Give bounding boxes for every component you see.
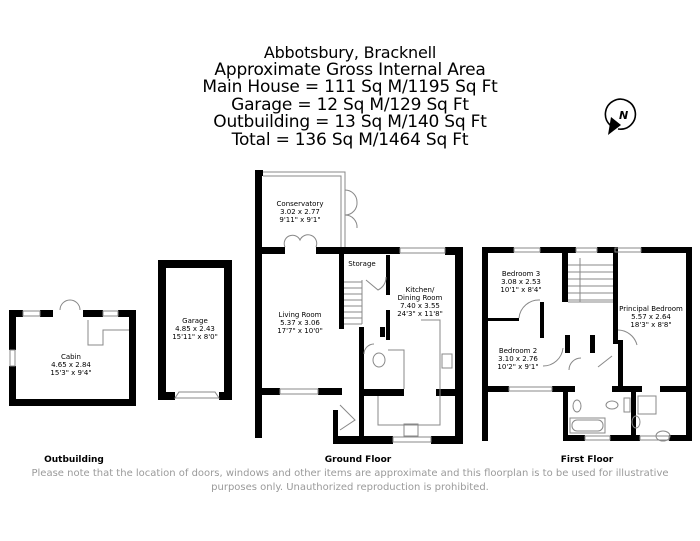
ground-floor-walls — [255, 170, 463, 444]
north-arrow-icon: N — [604, 98, 637, 135]
svg-text:N: N — [619, 109, 628, 122]
room-name: Garage — [182, 317, 208, 325]
room-name: Bedroom 3 — [501, 270, 541, 278]
room-name-line2: Dining Room — [397, 294, 443, 302]
room-name: Living Room — [278, 311, 322, 319]
garage-area: Garage = 12 Sq M/129 Sq Ft — [231, 94, 469, 115]
room-garage: Garage 4.85 x 2.43 15'11" x 8'0" — [172, 317, 218, 341]
room-dimensions-imperial: 10'2" x 9'1" — [497, 363, 539, 371]
room-dimensions-metric: 7.40 x 3.55 — [400, 302, 440, 310]
room-name: Principal Bedroom — [619, 305, 683, 313]
room-dimensions-imperial: 9'11" x 9'1" — [279, 216, 321, 224]
room-dimensions-imperial: 10'1" x 8'4" — [500, 286, 542, 294]
main-house-area: Main House = 111 Sq M/1195 Sq Ft — [202, 77, 498, 97]
room-dimensions-imperial: 15'3" x 9'4" — [50, 369, 92, 377]
total-area: Total = 136 Sq M/1464 Sq Ft — [231, 129, 469, 150]
room-name: Cabin — [60, 353, 81, 361]
room-living-room: Living Room 5.37 x 3.06 17'7" x 10'0" — [277, 311, 323, 335]
room-dimensions-imperial: 24'3" x 11'8" — [397, 310, 443, 318]
room-kitchen-dining: Kitchen/ Dining Room 7.40 x 3.55 24'3" x… — [397, 286, 443, 318]
room-dimensions-metric: 5.57 x 2.64 — [631, 313, 671, 321]
room-dimensions-imperial: 17'7" x 10'0" — [277, 327, 323, 335]
garage-walls — [158, 260, 232, 400]
room-dimensions-metric: 3.10 x 2.76 — [498, 355, 538, 363]
cabin-walls — [9, 310, 136, 406]
property-address: Abbotsbury, Bracknell — [263, 43, 437, 62]
room-dimensions-imperial: 15'11" x 8'0" — [172, 333, 218, 341]
room-dimensions-metric: 3.08 x 2.53 — [501, 278, 541, 286]
area-heading: Approximate Gross Internal Area — [214, 59, 486, 80]
room-storage: Storage — [348, 260, 375, 268]
outbuilding-area: Outbuilding = 13 Sq M/140 Sq Ft — [213, 112, 487, 132]
first-floor-walls — [482, 247, 692, 441]
room-principal-bedroom: Principal Bedroom 5.57 x 2.64 18'3" x 8'… — [619, 305, 683, 329]
disclaimer: Please note that the location of doors, … — [0, 467, 700, 495]
room-dimensions-metric: 4.65 x 2.84 — [51, 361, 91, 369]
room-bedroom-2: Bedroom 2 3.10 x 2.76 10'2" x 9'1" — [497, 347, 538, 371]
area-summary: Abbotsbury, Bracknell Approximate Gross … — [200, 44, 500, 149]
room-conservatory: Conservatory 3.02 x 2.77 9'11" x 9'1" — [277, 200, 324, 224]
room-cabin: Cabin 4.65 x 2.84 15'3" x 9'4" — [50, 353, 91, 377]
room-dimensions-metric: 3.02 x 2.77 — [280, 208, 320, 216]
disclaimer-line-2: purposes only. Unauthorized reproduction… — [211, 482, 489, 493]
floor-label-first: First Floor — [560, 455, 614, 465]
room-name: Storage — [348, 260, 376, 268]
room-dimensions-metric: 5.37 x 3.06 — [280, 319, 320, 327]
disclaimer-line-1: Please note that the location of doors, … — [31, 468, 669, 479]
room-name: Kitchen/ — [405, 286, 435, 294]
floor-label-outbuilding: Outbuilding — [44, 455, 104, 465]
room-name: Conservatory — [276, 200, 324, 208]
floor-label-ground: Ground Floor — [324, 455, 392, 465]
room-dimensions-metric: 4.85 x 2.43 — [175, 325, 215, 333]
room-bedroom-3: Bedroom 3 3.08 x 2.53 10'1" x 8'4" — [500, 270, 541, 294]
room-name: Bedroom 2 — [498, 347, 538, 355]
room-dimensions-imperial: 18'3" x 8'8" — [630, 321, 672, 329]
